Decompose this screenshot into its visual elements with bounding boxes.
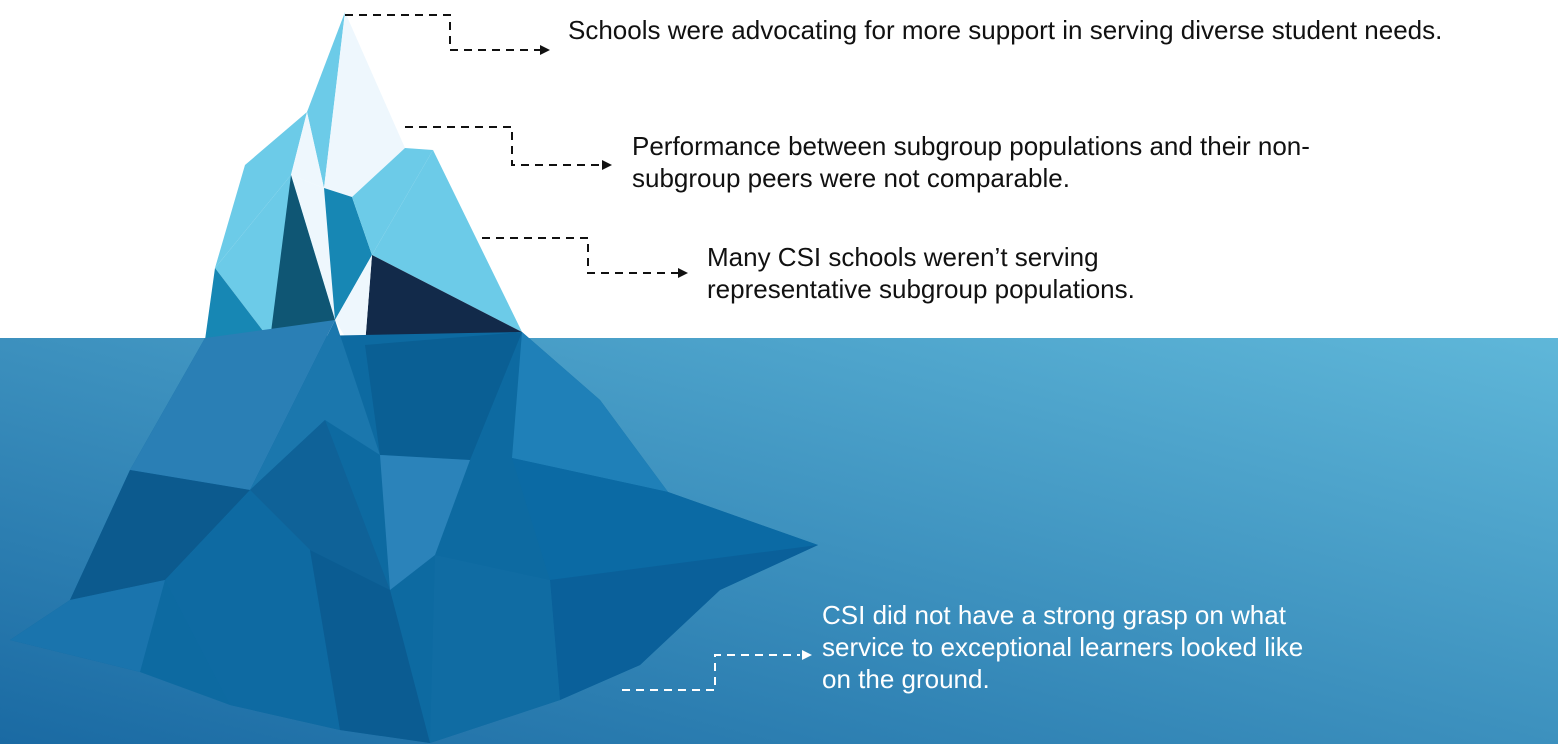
arrowhead-4 [802, 650, 812, 660]
ice-facet [215, 112, 307, 268]
ice-facet [10, 580, 165, 672]
callout-exceptional-learners: CSI did not have a strong grasp on what … [822, 600, 1304, 694]
iceberg-submerged [10, 320, 818, 743]
ice-facet [310, 550, 430, 743]
callout-connectors [345, 14, 800, 691]
ice-facet [165, 490, 340, 730]
ice-facet [324, 188, 372, 320]
arrowhead-3 [678, 268, 688, 278]
ice-facet [430, 555, 560, 743]
ice-facet [550, 545, 818, 700]
ice-facet [365, 332, 522, 460]
ice-facet [250, 420, 390, 590]
ice-facet [307, 12, 345, 188]
iceberg-tip [205, 12, 522, 345]
ice-facet [250, 320, 380, 490]
ice-facet [270, 175, 335, 340]
connector-3 [482, 237, 678, 274]
arrowhead-1 [540, 45, 550, 55]
connector-2 [405, 126, 602, 166]
arrowhead-2 [602, 160, 612, 170]
ice-facet [372, 150, 522, 332]
ice-facet [365, 255, 522, 345]
ice-facet [335, 255, 372, 345]
ice-facet [380, 455, 470, 590]
ice-facet [512, 332, 668, 492]
ice-facet [205, 268, 270, 340]
ice-facet [352, 148, 433, 255]
callout-diverse-needs: Schools were advocating for more support… [568, 15, 1443, 45]
callout-representative-populations: Many CSI schools weren’t serving represe… [707, 242, 1135, 304]
callout-subgroup-performance: Performance between subgroup populations… [632, 131, 1310, 193]
ice-facet [512, 458, 818, 580]
connector-4 [622, 654, 800, 691]
ice-facet [70, 470, 250, 600]
ice-facet [130, 320, 335, 490]
connector-1 [345, 14, 540, 51]
ice-facet [324, 12, 405, 197]
ice-facet [291, 112, 324, 188]
connector-arrowheads [540, 45, 812, 660]
